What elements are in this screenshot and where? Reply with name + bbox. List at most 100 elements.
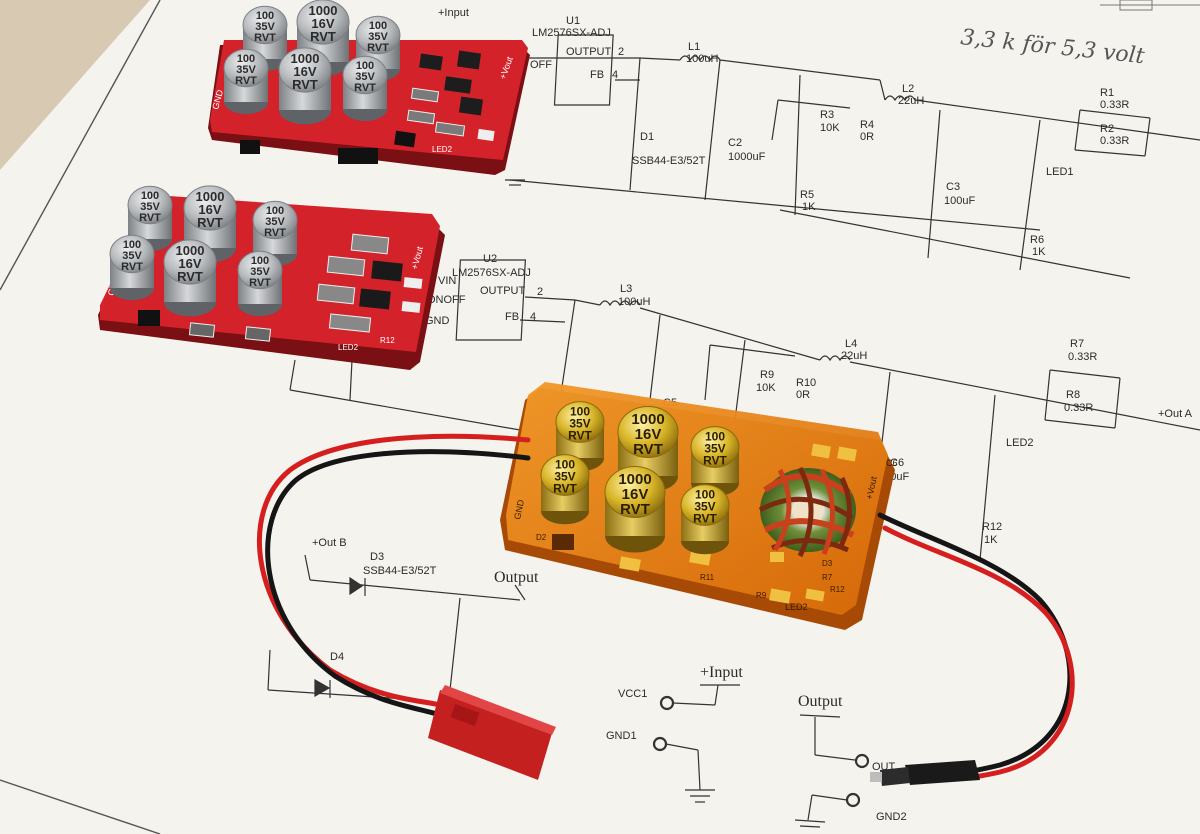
capacitor-marking: 100 <box>570 404 590 418</box>
capacitor-marking: 100 <box>555 457 575 471</box>
label-output-2: Output <box>798 693 843 710</box>
label-gnd1: GND1 <box>606 730 637 742</box>
label-out-b: +Out B <box>312 537 347 549</box>
label-gnd2: GND2 <box>876 811 907 823</box>
label-l3: L3 <box>620 283 632 295</box>
capacitor-marking: 100 <box>141 190 159 202</box>
capacitor-marking: RVT <box>292 77 318 92</box>
capacitor-marking: RVT <box>264 227 286 239</box>
capacitor-marking: 16V <box>198 202 221 217</box>
silk-d2-taped: D2 <box>536 533 547 542</box>
label-c2-value: 1000uF <box>728 151 766 163</box>
capacitor-marking: 35V <box>122 250 142 262</box>
label-u1-output: OUTPUT <box>566 46 612 58</box>
label-led2: LED2 <box>1006 437 1034 449</box>
label-u2-pin-fb: 4 <box>530 311 536 323</box>
silk-r12-mid: R12 <box>380 336 395 345</box>
label-u1: U1 <box>566 15 580 27</box>
label-l2-value: 22uH <box>898 95 924 107</box>
label-l4-value: 22uH <box>841 350 867 362</box>
capacitor-marking: RVT <box>177 269 203 284</box>
label-plus-input: +Input <box>700 664 743 681</box>
label-l1-value: 100uH <box>686 53 718 65</box>
label-u2-output: OUTPUT <box>480 285 526 297</box>
label-d1: D1 <box>640 131 654 143</box>
label-r6: R6 <box>1030 234 1044 246</box>
capacitor-marking: RVT <box>553 481 577 495</box>
capacitor-marking: 100 <box>251 255 269 267</box>
label-u1-fb: FB <box>590 69 604 81</box>
dupont-connector-black <box>870 760 980 786</box>
capacitor-marking: 1000 <box>618 471 651 488</box>
label-u2-part: LM2576SX-ADJ <box>452 267 531 279</box>
label-u2-fb: FB <box>505 311 519 323</box>
label-r8-value: 0.33R <box>1064 402 1093 414</box>
capacitor-marking: RVT <box>249 277 271 289</box>
toroid-inductor <box>758 466 856 558</box>
capacitor-marking: 35V <box>250 266 270 278</box>
label-out-a: +Out A <box>1158 408 1193 420</box>
capacitor-marking: 100 <box>237 53 255 65</box>
silk-gnd-taped: GND <box>512 498 526 520</box>
label-r9: R9 <box>760 369 774 381</box>
silk-vout-taped: +Vout <box>864 475 879 500</box>
label-d1-value: SSB44-E3/52T <box>632 155 706 167</box>
label-u1-part: LM2576SX-ADJ <box>532 27 611 39</box>
capacitor-marking: RVT <box>235 75 257 87</box>
capacitor-marking: RVT <box>139 212 161 224</box>
label-u2-onoff: ONOFF <box>427 294 466 306</box>
schematic-labels: +Input U1 LM2576SX-ADJ OUTPUT 2 FB 4 OFF… <box>312 7 1193 823</box>
label-top-input: +Input <box>438 7 469 19</box>
label-c3-value: 100uF <box>944 195 975 207</box>
capacitor-marking: RVT <box>254 32 276 44</box>
label-r2: R2 <box>1100 123 1114 135</box>
label-r10-value: 0R <box>796 389 810 401</box>
label-u2-gnd: GND <box>425 315 450 327</box>
capacitor-marking: 1000 <box>291 51 320 66</box>
label-r12-value: 1K <box>984 534 998 546</box>
label-r8: R8 <box>1066 389 1080 401</box>
capacitor-marking: RVT <box>620 501 650 518</box>
silk-r11-taped: R11 <box>700 573 715 582</box>
capacitor-marking: RVT <box>693 511 717 525</box>
label-r7-value: 0.33R <box>1068 351 1097 363</box>
capacitor-marking: 35V <box>265 216 285 228</box>
capacitor-marking: 100 <box>695 487 715 501</box>
label-led1: LED1 <box>1046 166 1074 178</box>
label-r3-value: 10K <box>820 122 840 134</box>
capacitor-marking: RVT <box>121 261 143 273</box>
label-r5-value: 1K <box>802 201 816 213</box>
label-r3: R3 <box>820 109 834 121</box>
capacitor-marking: 1000 <box>631 411 664 428</box>
capacitor-marking: 16V <box>311 16 334 31</box>
label-u1-off: OFF <box>530 59 552 71</box>
capacitor-marking: RVT <box>354 82 376 94</box>
label-l4: L4 <box>845 338 857 350</box>
label-r12: R12 <box>982 521 1002 533</box>
capacitor-group: 10035VRVT100016VRVT10035VRVT10035VRVT100… <box>109 0 740 555</box>
capacitor-marking: 16V <box>293 64 316 79</box>
label-r10: R10 <box>796 377 816 389</box>
label-u2: U2 <box>483 253 497 265</box>
label-r4-value: 0R <box>860 131 874 143</box>
label-c3: C3 <box>946 181 960 193</box>
label-r7: R7 <box>1070 338 1084 350</box>
label-l1: L1 <box>688 41 700 53</box>
label-r1-value: 0.33R <box>1100 99 1129 111</box>
capacitor-marking: 100 <box>123 239 141 251</box>
capacitor-marking: 35V <box>694 499 715 513</box>
capacitor-marking: 35V <box>569 416 590 430</box>
label-d4: D4 <box>330 651 344 663</box>
capacitor-marking: RVT <box>633 441 663 458</box>
schematic-lines <box>267 34 1200 828</box>
